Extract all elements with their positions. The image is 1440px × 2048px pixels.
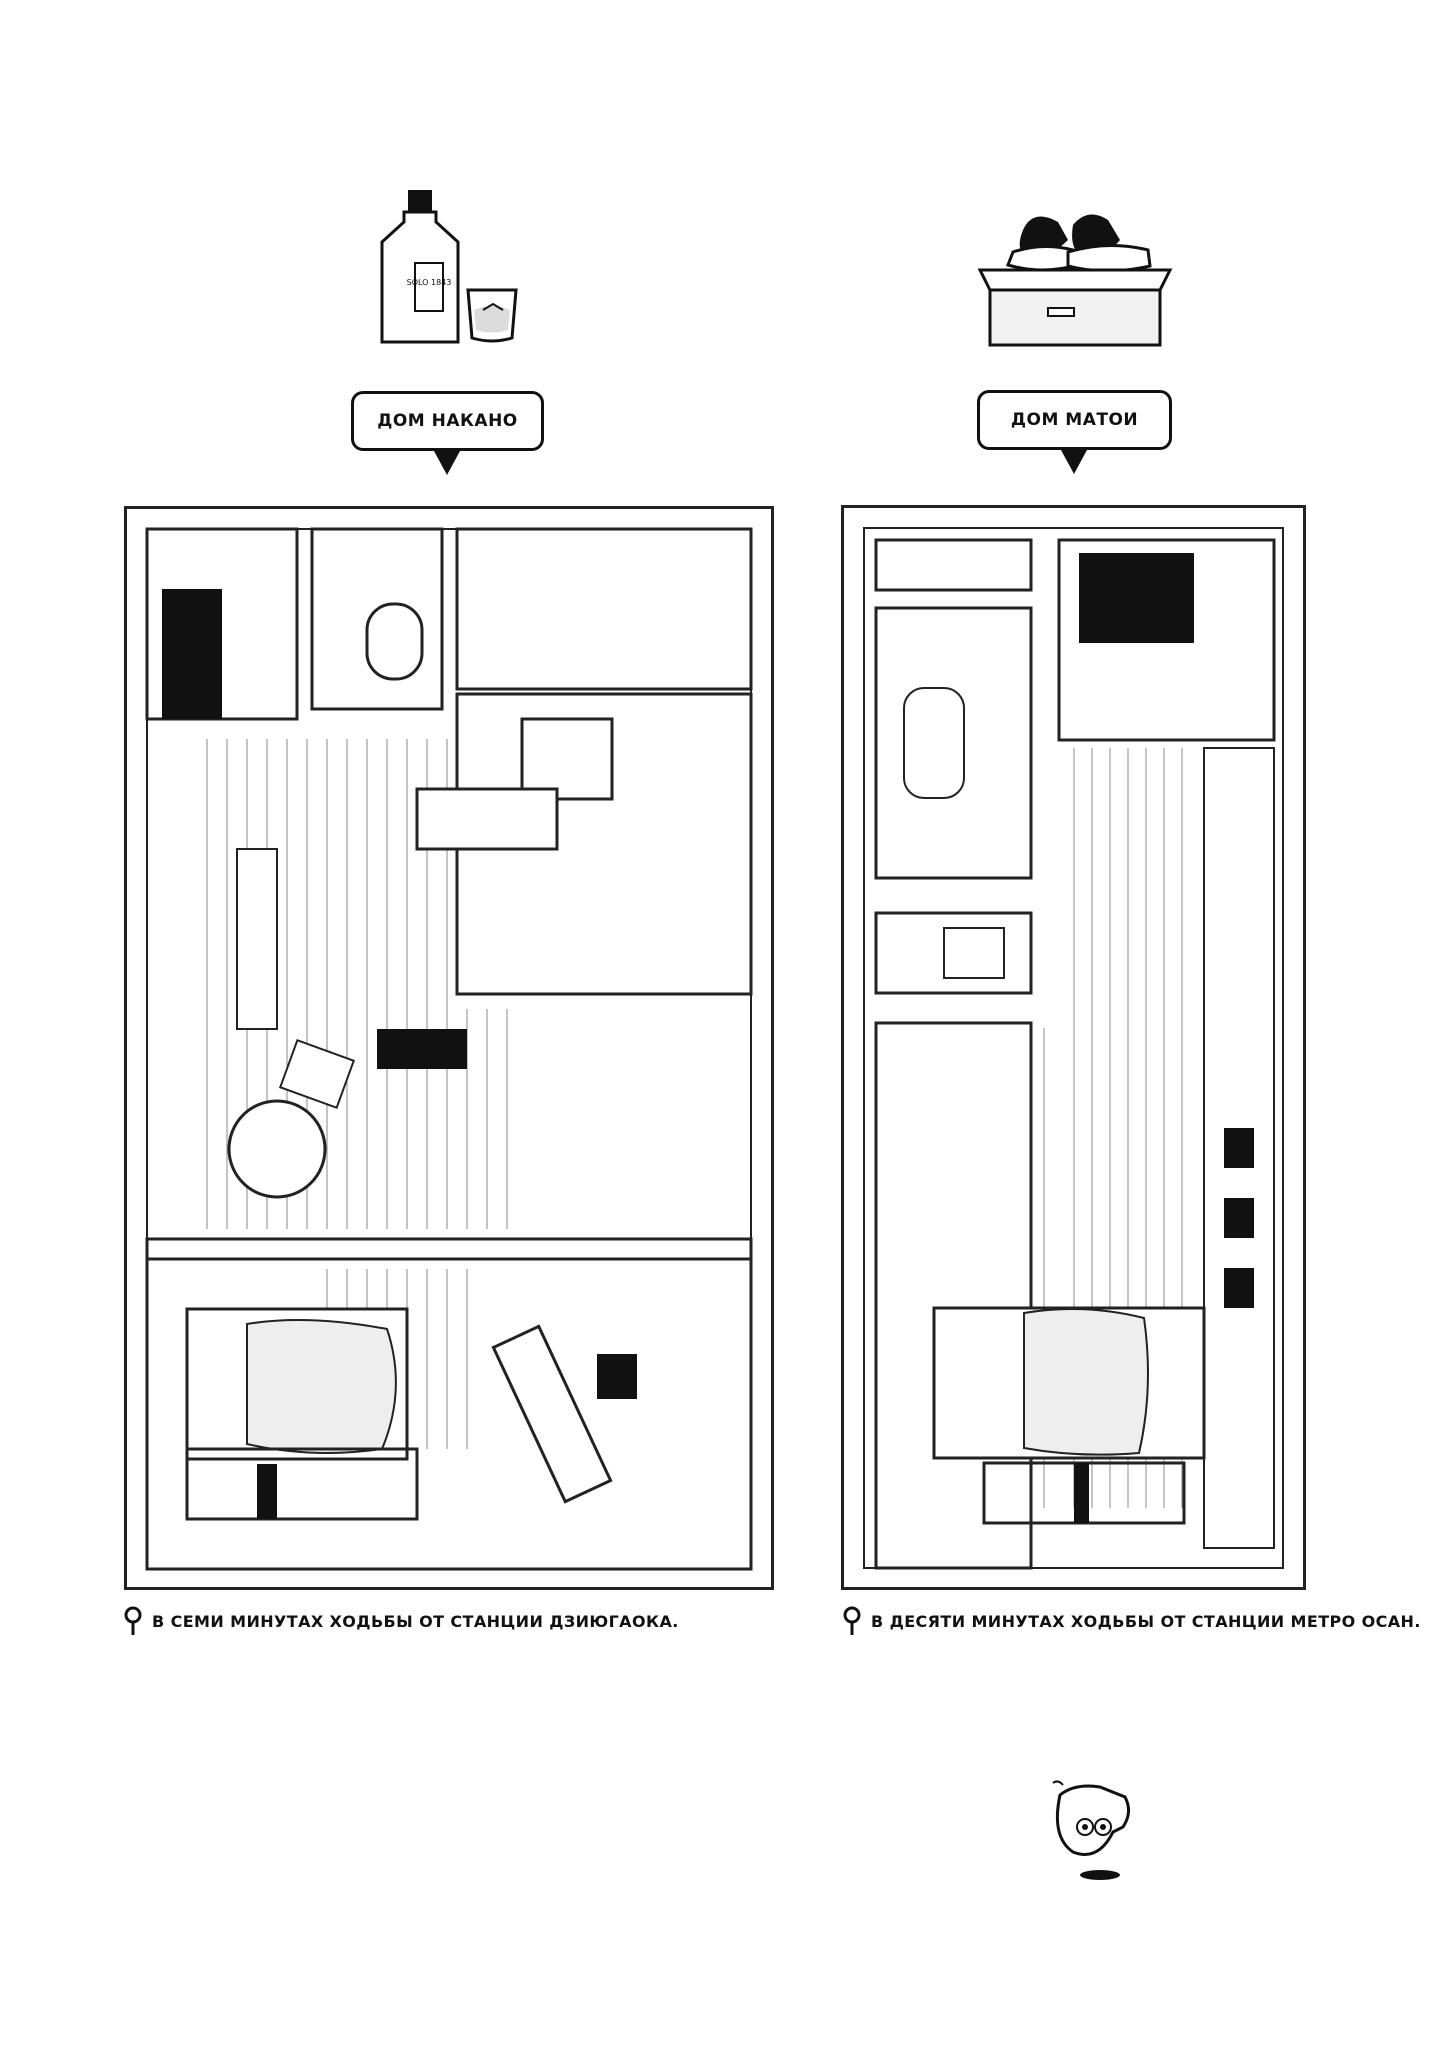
floor-plan-matoi	[841, 505, 1306, 1590]
sneakers-on-box-icon	[978, 200, 1173, 350]
caption-nakano: В СЕМИ МИНУТАХ ХОДЬБЫ ОТ СТАНЦИИ ДЗИЮГАО…	[124, 1606, 679, 1636]
caption-nakano-text: В СЕМИ МИНУТАХ ХОДЬБЫ ОТ СТАНЦИИ ДЗИЮГАО…	[152, 1611, 679, 1631]
label-nakano-house: ДОМ НАКАНО	[351, 391, 544, 451]
caption-matoi: В ДЕСЯТИ МИНУТАХ ХОДЬБЫ ОТ СТАНЦИИ МЕТРО…	[843, 1606, 1421, 1636]
label-matoi-house: ДОМ МАТОИ	[977, 390, 1172, 450]
bubble-tail	[434, 451, 460, 475]
whisky-bottle-icon: SOLO 1843	[378, 185, 528, 350]
caption-matoi-text: В ДЕСЯТИ МИНУТАХ ХОДЬБЫ ОТ СТАНЦИИ МЕТРО…	[871, 1611, 1421, 1631]
bubble-tail	[1061, 450, 1087, 474]
label-matoi-text: ДОМ МАТОИ	[1010, 410, 1139, 430]
label-nakano-text: ДОМ НАКАНО	[377, 411, 518, 431]
location-pin-icon	[843, 1606, 861, 1635]
floor-plan-nakano	[124, 506, 774, 1590]
mascot-icon	[1045, 1775, 1145, 1885]
location-pin-icon	[124, 1606, 142, 1635]
bottle-label-text: SOLO 1843	[407, 278, 452, 287]
